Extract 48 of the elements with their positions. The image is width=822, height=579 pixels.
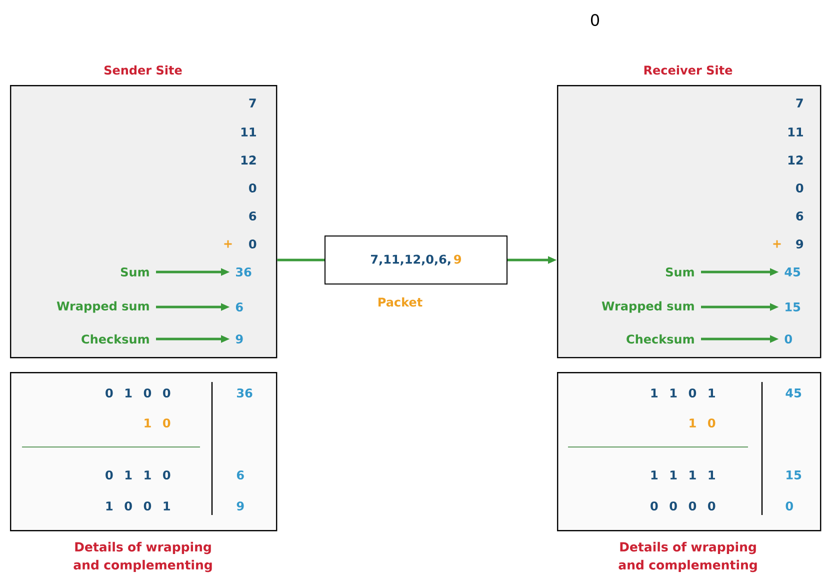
decimal-value: 0 <box>786 501 793 511</box>
column-number: 12 <box>241 156 256 164</box>
result-value: 6 <box>236 302 243 312</box>
row-label: Wrapped sum <box>56 301 149 313</box>
connector-line <box>277 258 324 262</box>
plus-sign: + <box>224 240 232 248</box>
bit-row: 1 1 1 1 <box>651 470 715 480</box>
result-value: 9 <box>236 334 243 344</box>
row-label: Checksum <box>626 334 694 344</box>
bit-row: 0 1 1 0 <box>106 470 170 480</box>
row-label: Wrapped sum <box>602 301 694 313</box>
result-value: 15 <box>786 302 800 312</box>
decimal-value: 15 <box>786 470 802 480</box>
column-number: 6 <box>249 211 256 221</box>
packet-box: 7,11,12,0,6, 9 <box>324 236 508 284</box>
column-number: 11 <box>788 128 803 136</box>
row-label: Checksum <box>82 334 149 344</box>
details-caption: Details of wrapping and complementing <box>618 542 757 572</box>
result-value: 45 <box>784 268 800 276</box>
column-number: 9 <box>796 239 804 249</box>
bit-row: 1 1 0 1 <box>651 388 715 398</box>
bit-row: 0 1 0 0 <box>106 388 170 398</box>
column-number: 0 <box>249 183 256 193</box>
column-number: 12 <box>788 156 803 164</box>
row-label: Sum <box>120 267 149 277</box>
column-number: 0 <box>249 239 256 249</box>
site-heading: Receiver Site <box>644 65 732 75</box>
result-value: 36 <box>236 267 252 277</box>
carry-bits: 1 0 <box>144 418 170 428</box>
column-number: 7 <box>796 98 803 108</box>
bit-row: 0 0 0 0 <box>650 501 716 511</box>
decimal-value: 36 <box>237 388 252 398</box>
decimal-value: 9 <box>236 501 244 511</box>
column-number: 6 <box>796 211 804 221</box>
plus-sign: + <box>773 240 781 248</box>
column-number: 0 <box>796 183 804 193</box>
column-number: 11 <box>241 128 256 136</box>
details-caption: Details of wrapping and complementing <box>74 542 212 572</box>
row-label: Sum <box>666 267 694 277</box>
bit-row: 1 0 0 1 <box>106 501 170 511</box>
carry-bits: 1 0 <box>690 418 716 428</box>
result-value: 0 <box>784 334 792 344</box>
decimal-value: 6 <box>236 470 244 480</box>
site-heading: Sender Site <box>104 65 182 75</box>
decimal-value: 45 <box>786 388 802 398</box>
stray-digit: 0 <box>590 14 600 26</box>
column-number: 7 <box>249 98 256 108</box>
packet-caption: Packet <box>378 297 422 307</box>
